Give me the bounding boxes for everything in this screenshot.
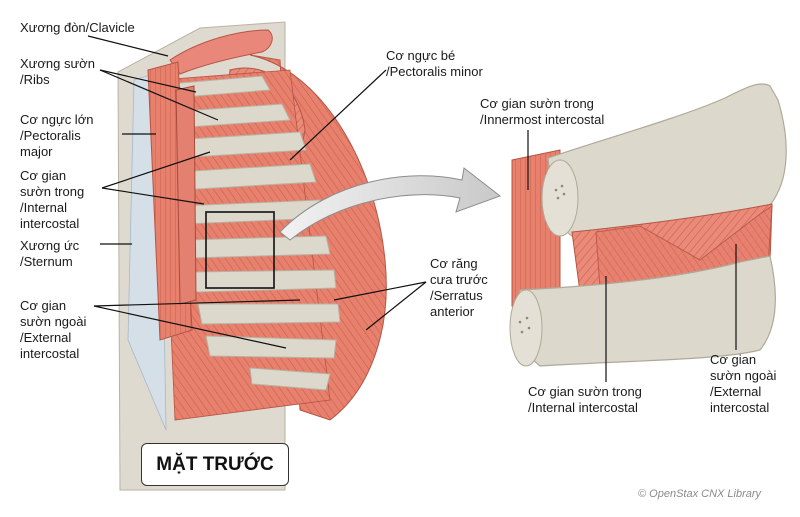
rib-cage-figure [117,21,387,491]
label-sternum-vi: Xương ức [20,238,80,253]
label-external-en2: intercostal [20,346,80,361]
label-internal-en2: intercostal [20,216,80,231]
label-external-vi2: sườn ngoài [20,314,87,329]
label-detail-internal-en: /Internal intercostal [528,400,638,415]
label-pect-major-en2: major [20,144,53,159]
label-serratus-vi2: cưa trước [430,272,488,287]
view-label-box: MẶT TRƯỚC [141,443,289,486]
label-sternum-en: /Sternum [20,254,73,269]
detail-highlight-box [205,211,275,289]
label-pect-major-en1: /Pectoralis [20,128,81,143]
label-pect-minor-en: /Pectoralis minor [386,64,483,79]
label-internal-vi1: Cơ gian [20,168,67,183]
label-clavicle: Xương đòn/Clavicle [20,20,135,35]
label-external-en1: /External [20,330,72,345]
leader-lines [87,35,737,382]
label-detail-external-vi1: Cơ gian [710,352,757,367]
zoom-arrow [279,167,502,241]
sternum-bone [175,85,197,305]
clavicle-bone [169,29,273,75]
label-innermost-en: /Innermost intercostal [480,112,605,127]
label-pect-minor-vi: Cơ ngực bé [386,48,456,63]
label-innermost-vi: Cơ gian sườn trong [480,96,594,111]
ribs [167,75,341,391]
label-pect-major-vi: Cơ ngực lớn [20,112,94,127]
label-ribs-en: /Ribs [20,72,50,87]
upper-rib [547,83,787,237]
label-serratus-vi1: Cơ răng [430,256,478,271]
upper-rib-end [541,159,579,237]
intercostal-detail-figure [509,83,787,367]
label-detail-external-en2: intercostal [710,400,770,415]
label-external-vi1: Cơ gian [20,298,67,313]
label-ribs-vi: Xương sườn [20,56,95,71]
label-detail-external-en1: /External [710,384,762,399]
label-serratus-en2: anterior [430,304,475,319]
label-serratus-en: /Serratus [430,288,483,303]
label-internal-vi2: sườn trong [20,184,85,199]
credit-text: © OpenStax CNX Library [638,488,762,500]
lower-rib-end [509,289,543,367]
label-detail-internal-vi: Cơ gian sườn trong [528,384,642,399]
label-internal-en1: /Internal [20,200,67,215]
label-detail-external-vi2: sườn ngoài [710,368,777,383]
